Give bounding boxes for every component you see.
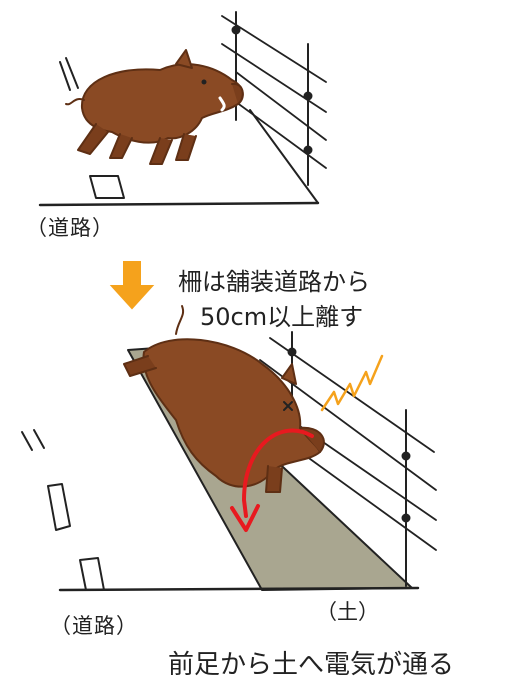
ground-slope-top: [249, 109, 319, 204]
fence-distance-note-line1: 柵は舗装道路から: [178, 268, 370, 296]
boar-bottom: [123, 305, 325, 493]
road-dash-top-1: [89, 175, 125, 199]
bottom-scene: [21, 305, 437, 592]
road-dash-bot-3: [79, 557, 105, 591]
current-path-arrow-icon: [230, 428, 314, 532]
road-dash-bot-2: [47, 483, 71, 531]
fence-top: [221, 11, 327, 186]
fence-distance-note-line2: 50cm以上離す: [200, 303, 364, 331]
boar-top: [65, 49, 244, 165]
top-scene: [38, 11, 327, 207]
road-label-bottom: （道路）: [50, 614, 138, 638]
road-edge-top: [38, 201, 320, 207]
soil-label: （土）: [316, 600, 379, 624]
ground-line-bottom: [58, 586, 420, 592]
fence-wire-bot-1: [269, 337, 435, 453]
lightning-spark-icon: [320, 354, 384, 412]
caption: 前足から土へ電気が通る: [168, 650, 455, 680]
road-dash-bot-1: [21, 429, 45, 451]
fence-wire-top-3: [235, 71, 327, 141]
road-label-top: （道路）: [26, 216, 114, 240]
fence-wire-top-2: [221, 43, 327, 113]
road-dash-top-2: [59, 57, 79, 91]
fence-wire-top-4: [235, 101, 327, 169]
down-arrow-icon: [109, 261, 155, 310]
